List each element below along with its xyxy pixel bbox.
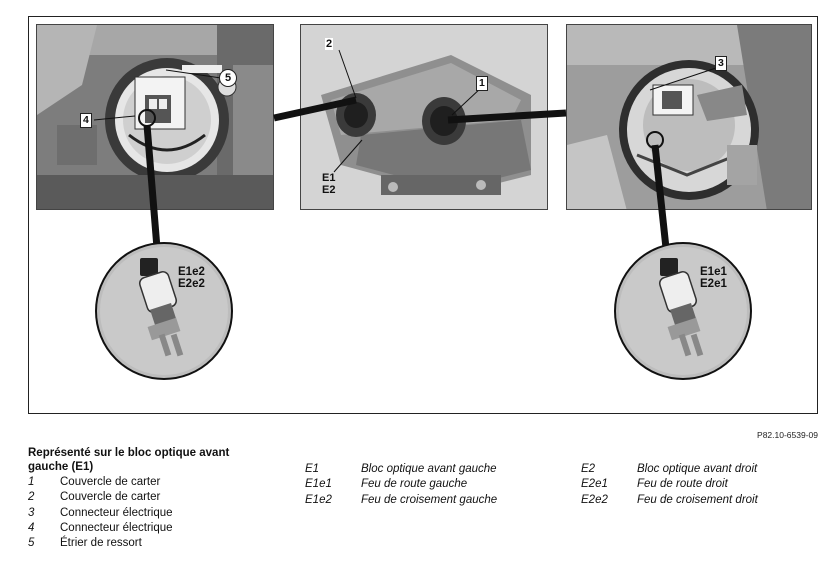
label-e2e1: E2e1 bbox=[700, 278, 727, 290]
bulb-cap-icon bbox=[140, 258, 158, 276]
label-e2e2: E2e2 bbox=[178, 278, 205, 290]
right-bulb-inset bbox=[614, 242, 752, 380]
label-e1e1: E1e1 bbox=[700, 266, 727, 278]
callout-3: 3 bbox=[715, 56, 727, 71]
legend-title: Représenté sur le bloc optique avant gau… bbox=[28, 447, 230, 473]
leader-e1e2 bbox=[333, 139, 363, 173]
label-e1-e2: E1 E2 bbox=[322, 172, 335, 196]
reference-code: P82.10-6539-09 bbox=[757, 430, 818, 440]
callout-4: 4 bbox=[80, 113, 92, 128]
left-bulb-inset bbox=[95, 242, 233, 380]
stem-left-bulb bbox=[143, 124, 161, 249]
label-e2: E2 bbox=[322, 184, 336, 196]
leader-4 bbox=[93, 115, 136, 121]
stem-right-bulb bbox=[651, 144, 670, 249]
leader-3 bbox=[649, 65, 723, 91]
connector-bar-right bbox=[447, 109, 567, 124]
callout-2: 2 bbox=[325, 38, 334, 50]
leader-2 bbox=[338, 49, 357, 99]
callout-5: 5 bbox=[219, 69, 237, 87]
label-e1e2: E1e2 bbox=[178, 266, 205, 278]
label-e1: E1 bbox=[322, 172, 336, 184]
leader-5 bbox=[165, 69, 222, 79]
connector-bar-left bbox=[273, 96, 357, 122]
callout-1: 1 bbox=[476, 76, 488, 91]
leader-1 bbox=[451, 86, 483, 116]
label-right-bulb: E1e1 E2e1 bbox=[700, 266, 727, 290]
label-left-bulb: E1e2 E2e2 bbox=[178, 266, 205, 290]
